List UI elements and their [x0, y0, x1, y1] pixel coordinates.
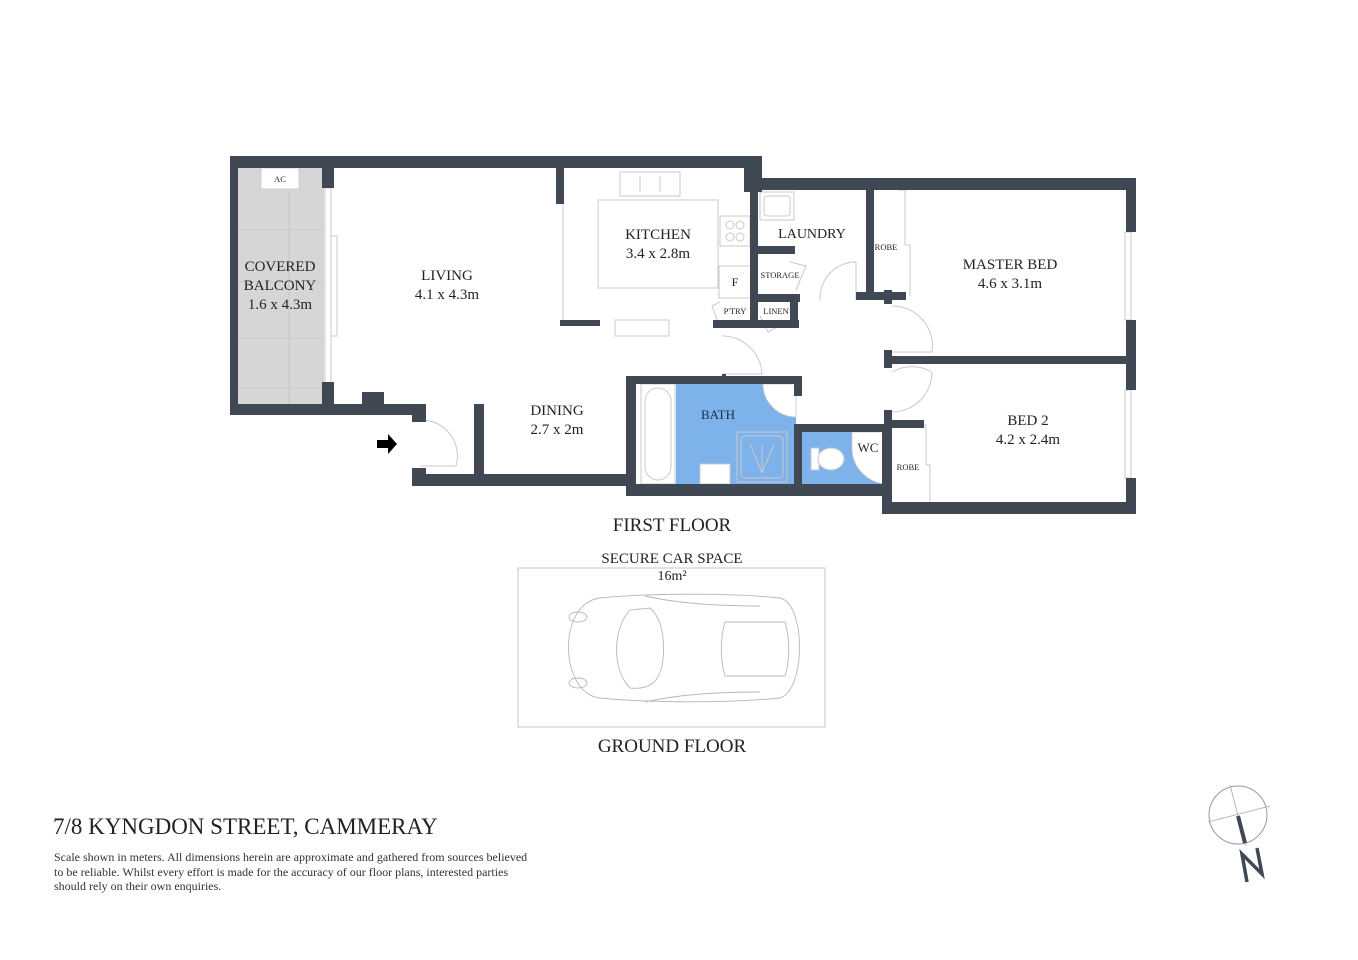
- balcony-area: [236, 167, 324, 404]
- room-label-bath: BATH: [701, 407, 735, 422]
- room-label-living: LIVING 4.1 x 4.3m: [414, 268, 480, 303]
- pantry-label: P'TRY: [723, 306, 747, 316]
- ground-floor-title: GROUND FLOOR: [597, 736, 747, 757]
- car-icon: [568, 593, 800, 703]
- robe-label-bed2: ROBE: [896, 462, 920, 472]
- disclaimer-text: Scale shown in meters. All dimensions he…: [54, 850, 528, 893]
- toilet-icon: [817, 447, 845, 471]
- room-label-wc: WC: [857, 440, 879, 455]
- linen-label: LINEN: [763, 306, 789, 316]
- kitchen-sink-icon: [619, 171, 681, 197]
- north-arrow-icon: [1207, 784, 1271, 883]
- entry-arrow-icon: [377, 434, 397, 454]
- fridge-label: F: [731, 275, 739, 289]
- ac-label: AC: [274, 174, 286, 184]
- storage-label: STORAGE: [760, 270, 800, 280]
- cooktop-icon: [719, 215, 751, 247]
- car-space-area: 16m²: [657, 569, 687, 584]
- room-label-kitchen: KITCHEN 3.4 x 2.8m: [625, 227, 691, 262]
- first-floor-title: FIRST FLOOR: [612, 515, 732, 536]
- kitchen-island: [597, 199, 719, 289]
- property-address: 7/8 KYNGDON STREET, CAMMERAY: [53, 814, 438, 839]
- bathtub-icon: [640, 383, 676, 485]
- car-space-outline: [517, 567, 826, 728]
- car-space-label: SECURE CAR SPACE: [601, 551, 743, 567]
- vanity-icon: [699, 463, 731, 485]
- shower-icon: [736, 431, 788, 483]
- room-label-laundry: LAUNDRY: [778, 227, 846, 242]
- room-label-bed-2: BED 2 4.2 x 2.4m: [995, 413, 1061, 448]
- robe-label-master: ROBE: [874, 242, 898, 252]
- laundry-tub-icon: [759, 191, 795, 221]
- room-label-master-bed: MASTER BED 4.6 x 3.1m: [962, 257, 1058, 292]
- room-label-covered-balcony: COVERED BALCONY 1.6 x 4.3m: [243, 259, 317, 313]
- walls: [230, 156, 1136, 514]
- wet-areas: [676, 383, 889, 485]
- room-label-dining: DINING 2.7 x 2m: [530, 403, 584, 438]
